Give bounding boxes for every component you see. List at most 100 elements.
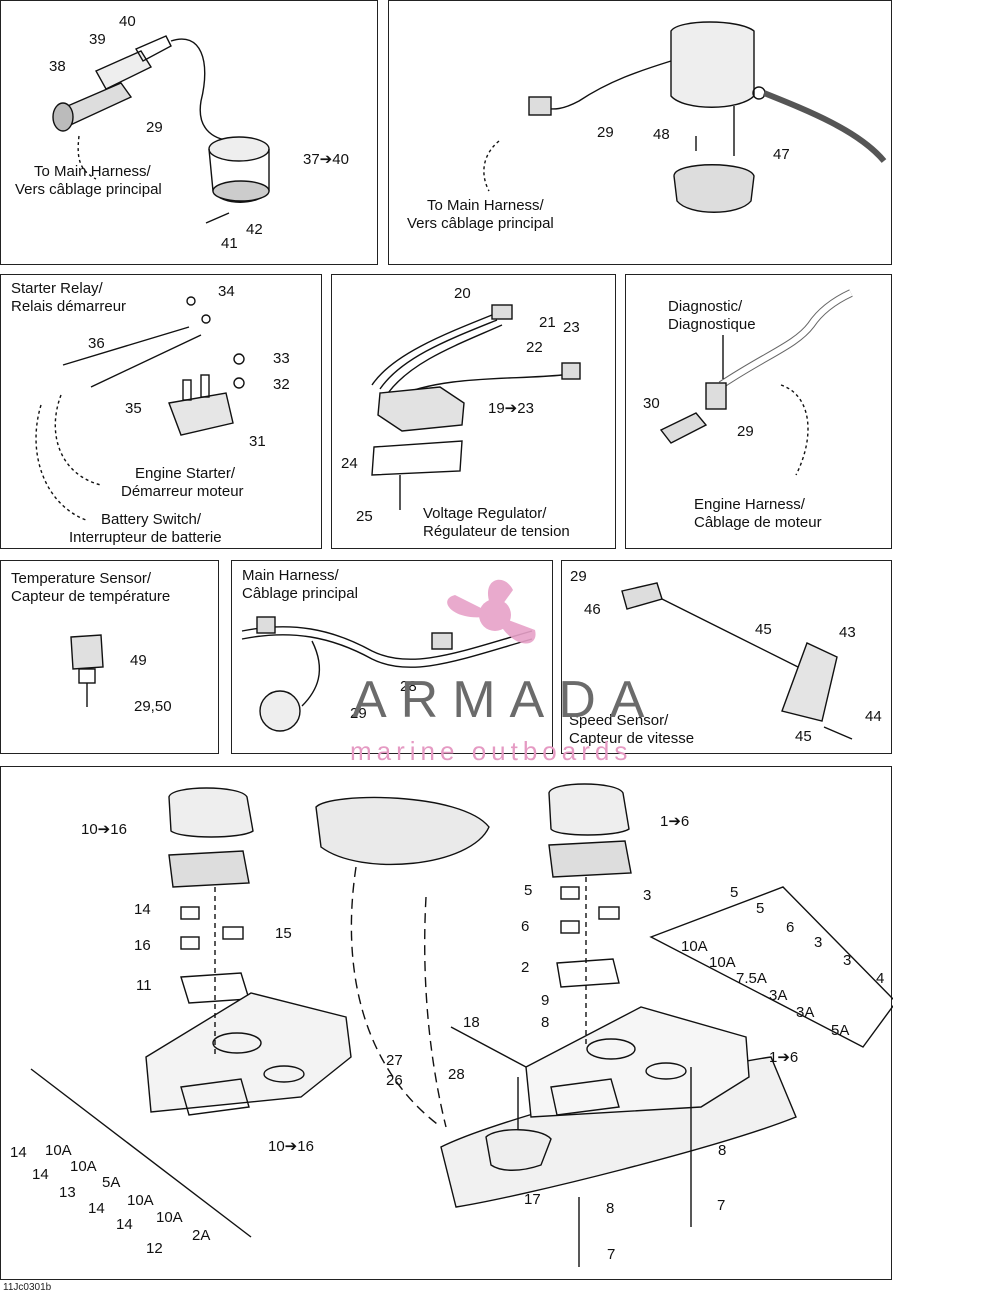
panel-main-harness-connector: 40 39 38 29 37➔40 42 41 To Main Harness/…	[0, 0, 378, 265]
callout-24: 24	[341, 455, 358, 472]
callout-38: 38	[49, 58, 66, 75]
watermark-tagline: marine outboards	[350, 736, 633, 766]
fuse-5: 5	[730, 884, 739, 901]
fuse-14: 14	[116, 1216, 133, 1233]
callout-29: 29	[737, 423, 754, 440]
drawing-code: 11Jc0301b	[3, 1282, 52, 1293]
fuse-14: 14	[10, 1144, 27, 1161]
caption-cablage-moteur: Câblage de moteur	[694, 514, 822, 531]
callout-29: 29	[350, 705, 367, 722]
panel-fuel-pump: 29 48 47 To Main Harness/ Vers câblage p…	[388, 0, 892, 265]
watermark-propeller-logo	[447, 579, 536, 644]
callout-22: 22	[526, 339, 543, 356]
fuse-5a: 5A	[102, 1174, 121, 1191]
panel-voltage-regulator: 20 21 23 22 19➔23 24 25 Voltage Regulato…	[331, 274, 616, 549]
title-voltage-regulator: Voltage Regulator/	[423, 505, 547, 522]
callout-40: 40	[119, 13, 136, 30]
callout-31: 31	[249, 433, 266, 450]
fuse-10a: 10A	[45, 1142, 72, 1159]
part-drawing-main-harness	[241, 616, 533, 732]
callout-9: 9	[541, 992, 550, 1009]
callout-45: 45	[795, 728, 812, 745]
callout-41: 41	[221, 235, 238, 252]
part-drawing-regulator	[371, 304, 581, 510]
title-starter-relay: Starter Relay/	[11, 280, 103, 297]
caption-demarreur-moteur: Démarreur moteur	[121, 483, 244, 500]
callout-33: 33	[273, 350, 290, 367]
callout-45: 45	[755, 621, 772, 638]
callout-28: 28	[400, 678, 417, 695]
fuse-5a: 5A	[831, 1022, 850, 1039]
watermark-brand: ARMADA	[352, 671, 659, 729]
callout-28: 28	[448, 1066, 465, 1083]
callout-1-6: 1➔6	[769, 1049, 799, 1066]
fuse-10a: 10A	[709, 954, 736, 971]
callout-37-40: 37➔40	[303, 151, 349, 168]
callout-47: 47	[773, 146, 790, 163]
panel-starter-relay: Starter Relay/ Relais démarreur 34 36 33…	[0, 274, 322, 549]
callout-10-16: 10➔16	[81, 821, 127, 838]
callout-29: 29	[597, 124, 614, 141]
fuse-4: 4	[876, 970, 885, 987]
callout-7: 7	[607, 1246, 616, 1263]
fuse-10a: 10A	[70, 1158, 97, 1175]
part-drawing-diagnostic	[659, 289, 853, 476]
callout-10-16: 10➔16	[268, 1138, 314, 1155]
panel-temperature-sensor: Temperature Sensor/ Capteur de températu…	[0, 560, 219, 754]
fuse-10a: 10A	[681, 938, 708, 955]
callout-11: 11	[136, 977, 152, 994]
callout-48: 48	[653, 126, 670, 143]
fuse-3: 3	[843, 952, 852, 969]
part-drawing-temp-sensor	[70, 634, 104, 707]
callout-29-50: 29,50	[134, 698, 172, 715]
callout-32: 32	[273, 376, 290, 393]
callout-43: 43	[839, 624, 856, 641]
fuse-14: 14	[32, 1166, 49, 1183]
fuse-13: 13	[59, 1184, 76, 1201]
callout-7: 7	[717, 1197, 726, 1214]
title-diagnostique: Diagnostique	[668, 316, 756, 333]
callout-3: 3	[643, 887, 652, 904]
fuse-3: 3	[814, 934, 823, 951]
title-diagnostic: Diagnostic/	[668, 298, 743, 315]
panel-diagnostic: Diagnostic/ Diagnostique 30 29 Engine Ha…	[625, 274, 892, 549]
fuse-3a: 3A	[769, 987, 788, 1004]
caption-battery-switch: Battery Switch/	[101, 511, 202, 528]
callout-29: 29	[146, 119, 163, 136]
callout-8: 8	[718, 1142, 727, 1159]
caption-engine-harness: Engine Harness/	[694, 496, 805, 513]
callout-29: 29	[570, 568, 587, 585]
fuse-10a: 10A	[127, 1192, 154, 1209]
callout-2: 2	[521, 959, 530, 976]
title-regulateur-tension: Régulateur de tension	[423, 523, 570, 540]
callout-18: 18	[463, 1014, 480, 1031]
title-main-harness: Main Harness/	[242, 567, 339, 584]
callout-8: 8	[541, 1014, 550, 1031]
callout-30: 30	[643, 395, 660, 412]
callout-19-23: 19➔23	[488, 400, 534, 417]
fuse-6: 6	[786, 919, 795, 936]
caption-interrupteur: Interrupteur de batterie	[69, 529, 222, 546]
callout-42: 42	[246, 221, 263, 238]
fuse-5: 5	[756, 900, 765, 917]
caption-to-main-harness: To Main Harness/	[427, 197, 544, 214]
callout-17: 17	[524, 1191, 541, 1208]
callout-1-6: 1➔6	[660, 813, 690, 830]
callout-35: 35	[125, 400, 142, 417]
callout-49: 49	[130, 652, 147, 669]
callout-39: 39	[89, 31, 106, 48]
caption-vers-cablage: Vers câblage principal	[15, 181, 162, 198]
title-capteur-vitesse: Capteur de vitesse	[569, 730, 695, 747]
fuse-2a: 2A	[192, 1227, 211, 1244]
title-relais-demarreur: Relais démarreur	[11, 298, 127, 315]
callout-25: 25	[356, 508, 373, 525]
title-capteur-temperature: Capteur de température	[11, 588, 171, 605]
callout-23: 23	[563, 319, 580, 336]
callout-21: 21	[539, 314, 556, 331]
caption-vers-cablage: Vers câblage principal	[407, 215, 554, 232]
callout-44: 44	[865, 708, 882, 725]
caption-engine-starter: Engine Starter/	[135, 465, 236, 482]
callout-6: 6	[521, 918, 530, 935]
fuse-7-5a: 7.5A	[736, 970, 767, 987]
title-cablage-principal: Câblage principal	[242, 585, 358, 602]
